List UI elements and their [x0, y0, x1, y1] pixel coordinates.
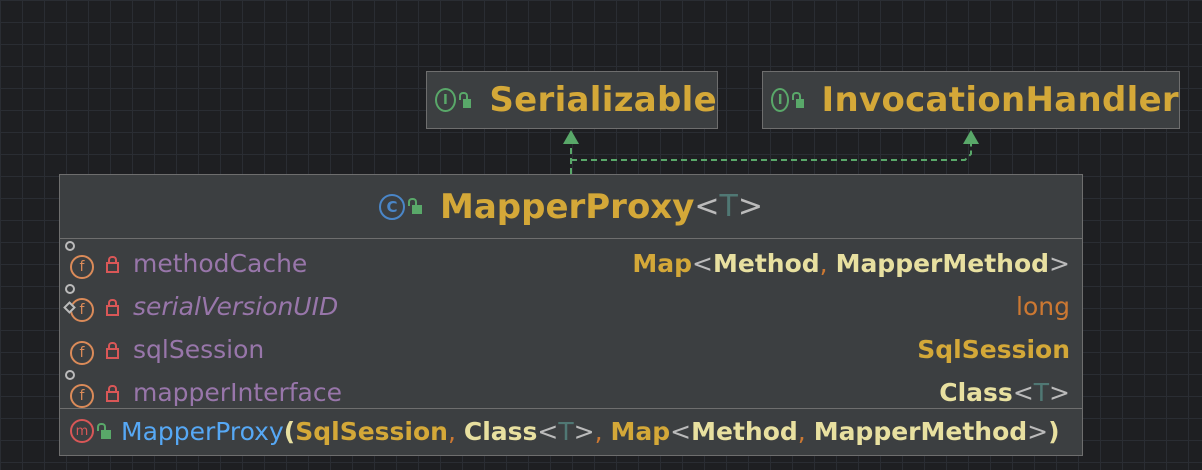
class-mapperproxy[interactable]: C MapperProxy <T> f methodCache Map<Meth…: [59, 174, 1083, 456]
final-overlay-icon: [65, 241, 75, 251]
class-icon: C: [378, 193, 405, 220]
field-name: mapperInterface: [133, 378, 342, 407]
field-icon: f: [70, 298, 94, 322]
field-type: SqlSession: [917, 335, 1070, 364]
field-row[interactable]: f methodCache Map<Method, MapperMethod>: [60, 241, 1082, 285]
method-row[interactable]: m MapperProxy(SqlSession, Class<T>, Map<…: [60, 409, 1082, 453]
public-lock-icon: [792, 91, 804, 108]
interface-serializable[interactable]: I Serializable: [426, 71, 718, 129]
field-name: methodCache: [133, 249, 308, 278]
interface-name: InvocationHandler: [821, 80, 1179, 120]
final-overlay-icon: [65, 284, 75, 294]
public-lock-icon: [97, 422, 111, 439]
field-icon: f: [70, 341, 94, 365]
public-lock-icon: [407, 198, 422, 214]
method-icon: m: [70, 419, 94, 443]
field-type: Class<T>: [939, 378, 1070, 407]
interface-icon: I: [435, 88, 456, 112]
public-lock-icon: [458, 91, 472, 108]
arrow-serializable: [563, 130, 579, 144]
final-overlay-icon: [65, 370, 75, 380]
field-icon: f: [70, 384, 94, 408]
type-param-close: >: [737, 189, 764, 224]
class-header: C MapperProxy <T>: [60, 175, 1082, 239]
field-name: sqlSession: [133, 335, 265, 364]
interface-invocationhandler[interactable]: I InvocationHandler: [762, 71, 1180, 129]
field-type: long: [1016, 292, 1070, 321]
type-param-open: <: [694, 189, 720, 224]
interface-icon: I: [771, 88, 790, 112]
field-icon: f: [70, 255, 94, 279]
field-row[interactable]: f mapperInterface Class<T>: [60, 370, 1082, 414]
private-lock-icon: [106, 385, 119, 402]
interface-name: Serializable: [489, 80, 717, 120]
arrow-invocationhandler: [963, 130, 979, 144]
private-lock-icon: [106, 299, 119, 316]
field-row[interactable]: f serialVersionUID long: [60, 284, 1082, 328]
fields-section: f methodCache Map<Method, MapperMethod> …: [60, 239, 1082, 409]
method-name: MapperProxy: [121, 416, 284, 446]
private-lock-icon: [106, 342, 119, 359]
edge-to-invocationhandler: [571, 142, 972, 161]
field-name: serialVersionUID: [133, 292, 339, 321]
method-params: (SqlSession, Class<T>, Map<Method, Mappe…: [283, 416, 1060, 446]
field-row[interactable]: f sqlSession SqlSession: [60, 328, 1082, 371]
class-name: MapperProxy: [439, 186, 695, 227]
private-lock-icon: [106, 256, 119, 273]
field-type: Map<Method, MapperMethod>: [632, 249, 1070, 278]
type-param: T: [719, 189, 738, 224]
